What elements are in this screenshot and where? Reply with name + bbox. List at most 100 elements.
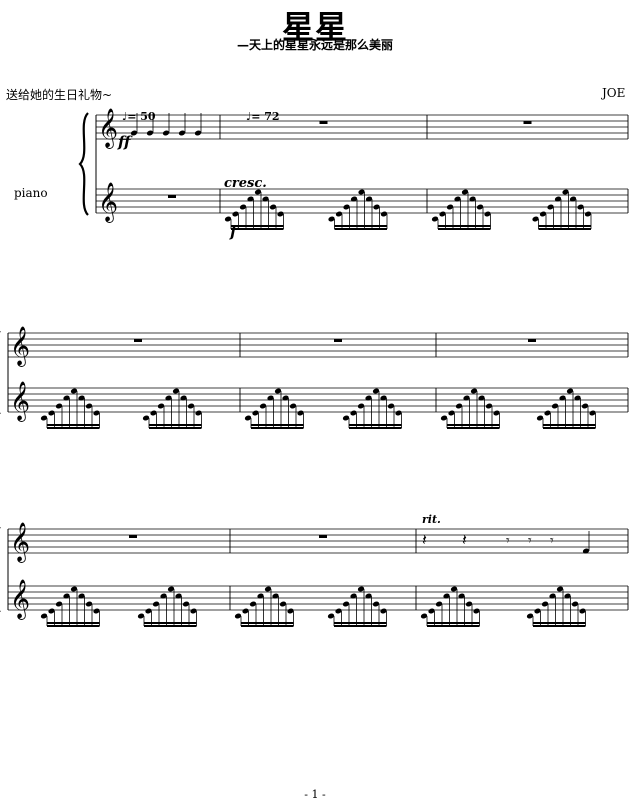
arpeggio-beam xyxy=(47,622,100,624)
whole-rest-icon xyxy=(168,195,176,198)
arpeggio-note xyxy=(571,601,579,607)
arpeggio-note xyxy=(195,410,202,416)
arpeggio-note xyxy=(342,601,350,607)
arpeggio-note xyxy=(420,613,428,619)
arpeggio-note xyxy=(450,586,458,592)
arpeggio-note xyxy=(78,395,85,401)
eighth-rest-icon: 𝄾 xyxy=(550,533,554,549)
arpeggio-note xyxy=(93,410,100,416)
treble-clef-icon: 𝄞 xyxy=(10,522,30,563)
tempo-mark-2: ♩= 72 xyxy=(246,110,280,123)
treble-clef-icon: 𝄞 xyxy=(10,326,30,367)
arpeggio-beam xyxy=(149,424,202,426)
quarter-note-icon: ♩ xyxy=(122,110,128,123)
arpeggio-note xyxy=(463,395,470,401)
arpeggio-note xyxy=(485,403,493,409)
arpeggio-note xyxy=(454,196,461,202)
arpeggio-note xyxy=(493,410,500,416)
arpeggio-note xyxy=(63,593,70,599)
arpeggio-note xyxy=(242,608,249,614)
arpeggio-note xyxy=(282,395,289,401)
arpeggio-beam xyxy=(241,625,294,627)
tempo-mark-1: ♩= 50 xyxy=(122,110,156,123)
arpeggio-note xyxy=(541,601,549,607)
whole-rest-icon xyxy=(319,535,327,538)
arpeggio-note xyxy=(93,608,100,614)
arpeggio-note xyxy=(461,189,469,195)
arpeggio-beam xyxy=(349,427,402,429)
arpeggio-note xyxy=(269,204,277,210)
arpeggio-note xyxy=(358,189,365,195)
dynamic-f: f xyxy=(229,223,239,241)
arpeggio-note xyxy=(180,395,187,401)
treble-clef-icon: 𝄞 xyxy=(98,108,118,149)
arpeggio-note xyxy=(549,593,556,599)
arpeggio-note xyxy=(137,613,145,619)
arpeggio-note xyxy=(70,586,78,592)
arpeggio-note xyxy=(152,601,160,607)
arpeggio-beam xyxy=(144,625,197,627)
arpeggio-note xyxy=(350,410,357,416)
arpeggio-note xyxy=(335,211,343,217)
dedication-text: 送给她的生日礼物~ xyxy=(6,88,113,102)
arpeggio-note xyxy=(48,410,55,416)
whole-rest-icon xyxy=(319,121,328,124)
melody-note xyxy=(582,548,590,554)
arpeggio-note xyxy=(224,216,232,222)
arpeggio-note xyxy=(584,211,592,217)
arpeggio-note xyxy=(439,211,446,217)
arpeggio-note xyxy=(559,395,566,401)
arpeggio-beam xyxy=(149,427,202,429)
arpeggio-note xyxy=(395,410,402,416)
arpeggio-note xyxy=(476,204,484,210)
arpeggio-beam xyxy=(47,625,100,627)
instrument-label: piano xyxy=(14,186,48,200)
melody-note xyxy=(130,130,138,136)
arpeggio-note xyxy=(574,395,581,401)
arpeggio-note xyxy=(473,608,480,614)
arpeggio-beam xyxy=(144,622,197,624)
arpeggio-note xyxy=(566,388,574,394)
arpeggio-note xyxy=(428,608,435,614)
arpeggio-beam xyxy=(543,424,596,426)
arpeggio-note xyxy=(556,586,564,592)
arpeggio-note xyxy=(372,601,380,607)
whole-rest-icon xyxy=(528,339,536,342)
quarter-rest-icon: 𝄽 xyxy=(422,530,427,549)
arpeggio-beam xyxy=(251,424,304,426)
arpeggio-note xyxy=(431,216,439,222)
arpeggio-note xyxy=(249,601,257,607)
arpeggio-note xyxy=(175,593,182,599)
arpeggio-beam xyxy=(533,625,586,627)
whole-rest-icon xyxy=(134,339,142,342)
arpeggio-note xyxy=(40,415,48,421)
arpeggio-note xyxy=(562,189,569,195)
whole-rest-icon xyxy=(129,535,137,538)
arpeggio-note xyxy=(40,613,48,619)
eighth-rest-icon: 𝄾 xyxy=(528,533,532,549)
arpeggio-note xyxy=(440,415,448,421)
arpeggio-note xyxy=(85,601,93,607)
melody-note xyxy=(178,130,186,136)
arpeggio-note xyxy=(48,608,55,614)
arpeggio-note xyxy=(277,211,284,217)
arpeggio-note xyxy=(267,395,274,401)
arpeggio-note xyxy=(257,593,264,599)
arpeggio-note xyxy=(365,395,372,401)
arpeggio-note xyxy=(328,216,335,222)
dynamic-cresc: cresc. xyxy=(224,176,267,191)
arpeggio-note xyxy=(289,403,297,409)
quarter-note-icon: ♩ xyxy=(246,110,252,123)
arpeggio-note xyxy=(443,593,450,599)
arpeggio-note xyxy=(182,601,190,607)
arpeggio-note xyxy=(157,403,165,409)
arpeggio-note xyxy=(365,593,372,599)
arpeggio-note xyxy=(465,601,473,607)
arpeggio-beam xyxy=(334,622,387,624)
arpeggio-note xyxy=(254,189,262,195)
arpeggio-note xyxy=(446,204,454,210)
arpeggio-note xyxy=(350,593,357,599)
arpeggio-note xyxy=(435,601,443,607)
arpeggio-note xyxy=(252,410,259,416)
arpeggio-note xyxy=(589,410,596,416)
